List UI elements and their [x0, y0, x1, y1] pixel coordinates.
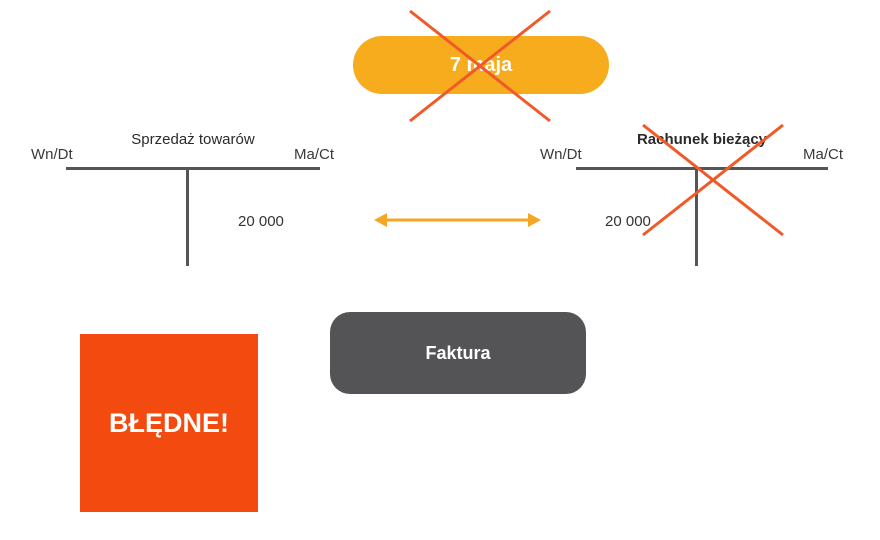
date-cross-out-icon — [409, 9, 551, 123]
account-title-right: Rachunek bieżący — [636, 131, 768, 148]
credit-label-right: Ma/Ct — [803, 146, 844, 163]
account-cross-out-icon — [642, 123, 784, 237]
debit-label-right: Wn/Dt — [540, 146, 582, 163]
t-account-left-vertical-line — [186, 167, 189, 266]
debit-amount-right: 20 000 — [605, 213, 651, 230]
t-account-right-vertical-line — [695, 167, 698, 266]
credit-label-left: Ma/Ct — [294, 146, 335, 163]
debit-label-left: Wn/Dt — [31, 146, 73, 163]
t-account-left-horizontal-line — [66, 167, 320, 170]
account-title-left: Sprzedaż towarów — [131, 131, 255, 148]
document-box: Faktura — [330, 312, 586, 394]
error-badge: BŁĘDNE! — [80, 334, 258, 512]
document-label: Faktura — [425, 342, 491, 363]
t-account-right-horizontal-line — [576, 167, 828, 170]
double-arrow-icon — [374, 213, 541, 227]
credit-amount-left: 20 000 — [238, 213, 284, 230]
error-label: BŁĘDNE! — [109, 407, 229, 438]
